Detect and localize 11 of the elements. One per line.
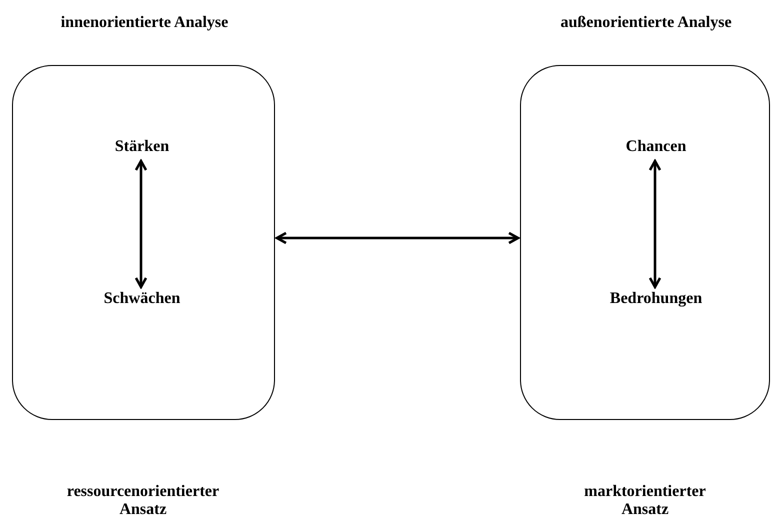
- label-text: Bedrohungen: [608, 290, 704, 308]
- double-arrow: [648, 160, 662, 288]
- label-text: Chancen: [624, 138, 688, 156]
- double-arrow: [134, 160, 148, 288]
- heading: außenorientierte Analyse: [559, 14, 733, 32]
- label-text: marktorientierter Ansatz: [583, 483, 707, 519]
- label-text: Stärken: [114, 138, 170, 156]
- label-text: Schwächen: [102, 290, 182, 308]
- label-text: ressourcenorientierter Ansatz: [66, 483, 220, 519]
- double-arrow: [276, 232, 520, 244]
- heading: innenorientierte Analyse: [60, 14, 230, 32]
